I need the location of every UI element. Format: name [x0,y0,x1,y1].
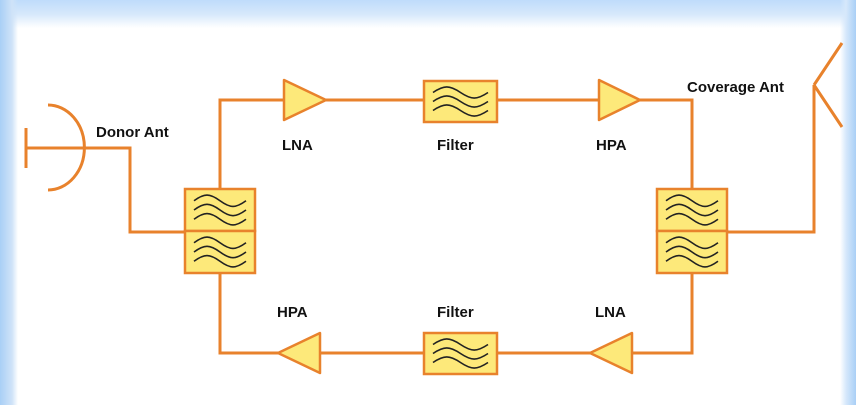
dish-antenna-icon [24,103,86,192]
yagi-antenna-icon [812,42,844,128]
duplexer-icon [183,187,257,233]
hpa-top-label: HPA [596,137,627,154]
hpa-bottom-label: HPA [277,304,308,321]
amplifier-icon [597,78,642,122]
lna-bottom-label: LNA [595,304,626,321]
donor-antenna-label: Donor Ant [96,124,169,141]
right-gradient-bar [840,0,856,405]
duplexer-icon [655,229,729,275]
duplexer-icon [655,187,729,233]
coverage-antenna-label: Coverage Ant [687,79,784,96]
lna-top-label: LNA [282,137,313,154]
downlink-wire-right [633,273,694,355]
hpa-to-duplexer-downlink-wire [218,273,278,355]
donor-to-duplexer-wire [52,146,185,234]
amplifier-icon [588,331,634,375]
filter-group [183,79,729,376]
duplexer-icon [183,229,257,275]
hpa-to-duplexer-wire [640,98,694,189]
uplink-wire-left [218,98,283,189]
bandpass-filter-icon [422,331,499,376]
filter-bottom-label: Filter [437,304,474,321]
amplifier-icon [276,331,322,375]
amplifier-icon [282,78,328,122]
duplexer-to-coverage-wire [727,85,816,234]
signal-wires [52,85,816,355]
bandpass-filter-icon [422,79,499,124]
filter-top-label: Filter [437,137,474,154]
left-gradient-bar [0,0,18,405]
